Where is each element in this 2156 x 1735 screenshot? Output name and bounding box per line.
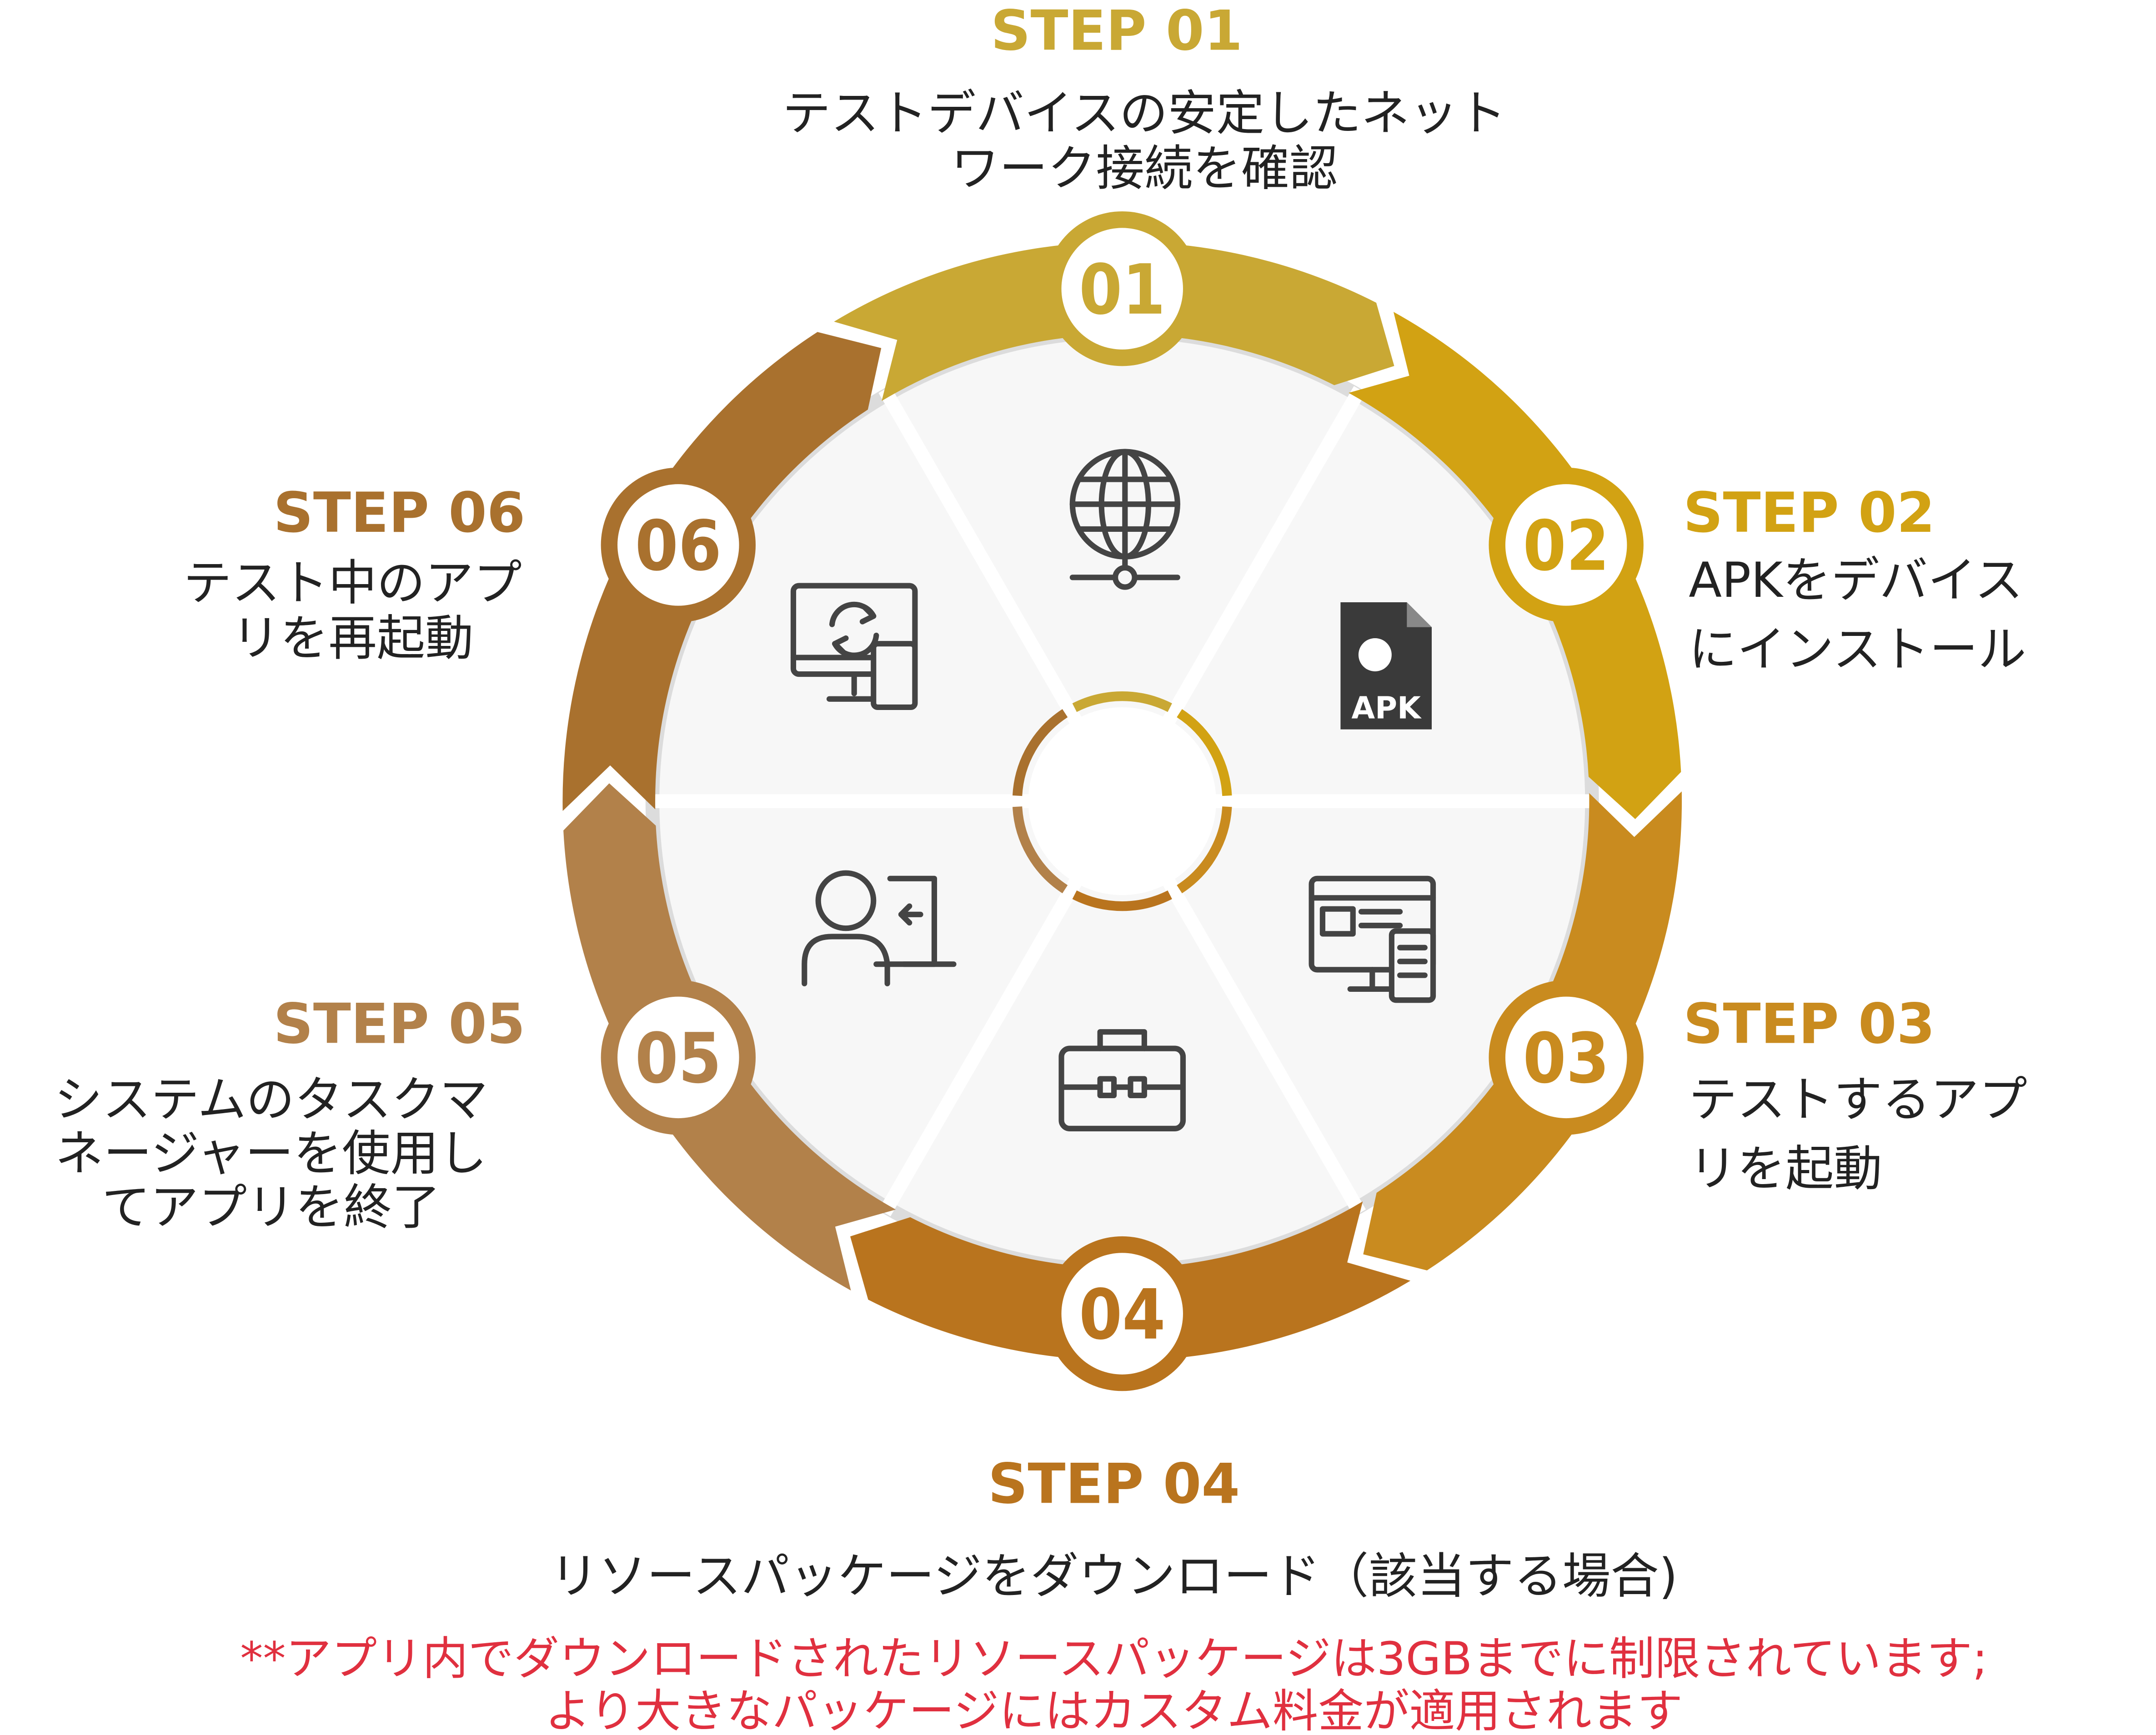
outer-ring [562,241,1682,1361]
ring-segment-06 [562,332,882,811]
desktop-app-icon [1309,875,1436,1003]
step-02-desc-line1: APKをデバイス [1689,552,2023,609]
step-04-title: STEP 04 [988,1451,1240,1516]
step-04-badge: 04 [1045,1236,1200,1391]
badge-face [1061,1253,1183,1375]
device-sync-icon [790,583,918,710]
globe-network-icon [1069,449,1180,590]
step-01-number: 01 [1079,250,1165,330]
ring-segment-03 [1363,791,1682,1270]
step-02-desc-line2: にインストール [1689,621,2026,678]
step-04-number: 04 [1079,1275,1165,1355]
step-03-desc-line2: リを起動 [1689,1140,1882,1197]
svg-text:APK: APK [1351,690,1422,725]
step-02-number: 02 [1523,506,1609,586]
step-05-title: STEP 05 [273,991,525,1056]
step-01-badge: 01 [1045,211,1200,366]
step-06-title: STEP 06 [273,480,525,545]
apk-file-icon: APK [1340,602,1432,730]
step-06-desc-line1: テスト中のアプ [183,555,522,611]
step-05-number: 05 [635,1018,722,1099]
center-segment-02 [1177,709,1232,796]
center-segment-03 [1177,806,1232,894]
step-01-desc-line2: ワーク接続を確認 [951,140,1338,197]
step-03-badge: 03 [1489,980,1644,1135]
step-05-badge: 05 [601,980,756,1135]
step-05-desc-line2: ネージャーを使用し [55,1125,487,1182]
step-03-number: 03 [1523,1018,1609,1099]
center-segment-01 [1072,691,1172,712]
step-06-badge: 06 [601,467,756,623]
ring-segment-02 [1349,312,1681,820]
step-06-number: 06 [635,506,722,586]
badge-face [617,484,739,606]
step-01-desc-line1: テストデバイスの安定したネット [782,85,1506,142]
badge-face [1505,484,1627,606]
user-logout-icon [802,870,957,986]
step-03-desc-line1: テストするアプ [1689,1072,2027,1128]
step-05-desc-line3: てアプリを終了 [102,1180,441,1236]
step-01-title: STEP 01 [991,0,1243,63]
badge-face [617,996,739,1119]
badge-face [1061,228,1183,350]
number-badges: 01 02 03 04 05 06 [601,211,1644,1391]
step-05-desc-line1: システムのタスクマ [54,1072,488,1128]
ring-segment-05 [563,783,896,1291]
center-segment-04 [1072,890,1172,911]
center-circle [1028,707,1216,895]
briefcase-icon [1058,1029,1186,1131]
step-02-badge: 02 [1489,467,1644,623]
note-line1: **アプリ内でダウンロードされたリソースパッケージは3GBまでに制限されています… [240,1632,1988,1685]
step-06-desc-line2: リを再起動 [232,610,474,666]
note-line2: より大きなパッケージにはカスタム料金が適用されます [545,1685,1683,1735]
center-segment-05 [1012,806,1068,894]
center-segment-06 [1012,709,1068,796]
step-02-title: STEP 02 [1683,480,1935,545]
step-04-desc-line1: リソースパッケージをダウンロード（該当する場合) [550,1548,1678,1605]
center-ring [1012,691,1232,911]
step-03-title: STEP 03 [1683,991,1935,1056]
badge-face [1505,996,1627,1119]
